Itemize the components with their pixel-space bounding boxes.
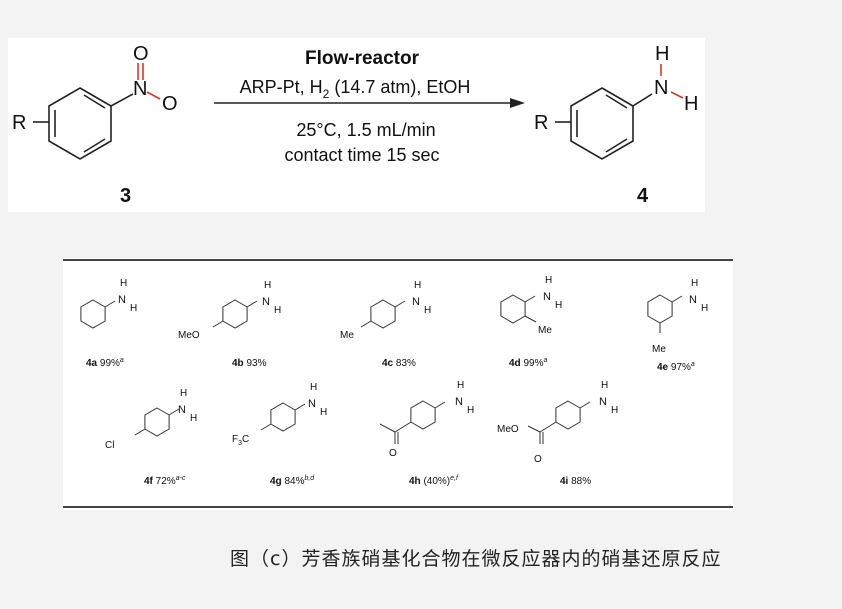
ring-4c: [370, 299, 396, 329]
nitro-bonds: [137, 63, 161, 100]
bond: [394, 300, 406, 308]
substituent-4d: Me: [538, 325, 552, 336]
ring-4a: [80, 299, 106, 329]
amine-bonds: [660, 64, 684, 99]
amine-H2-4f: H: [190, 413, 197, 424]
amine-N-4d: N: [543, 291, 551, 303]
nitro-O-right: O: [162, 93, 178, 115]
bond: [246, 300, 258, 308]
amine-N-4c: N: [412, 296, 420, 308]
product-label: 4: [637, 185, 649, 207]
amine-N-4f: N: [178, 404, 186, 416]
compound-label-4b: 4b 93%: [232, 358, 267, 369]
compound-label-4e: 4e 97%a: [657, 361, 695, 373]
substrate-table-panel: [63, 258, 733, 510]
reaction-scheme-panel: [8, 38, 705, 212]
substituent-4h: O: [389, 448, 397, 459]
arrow-head: [510, 98, 525, 108]
substituent-4g: F3C: [232, 434, 249, 447]
amine-N-4g: N: [308, 398, 316, 410]
amine-H-top: H: [655, 43, 669, 65]
nitro-N: N: [133, 78, 147, 100]
nitro-R: R: [12, 112, 26, 134]
ring-4g: [270, 402, 296, 432]
substituent-4f: Cl: [105, 440, 114, 451]
ring-4h: [410, 400, 436, 430]
amine-H-4h: H: [457, 380, 464, 391]
amine-H2-4h: H: [467, 405, 474, 416]
amine-N-4h: N: [455, 396, 463, 408]
bond: [104, 300, 116, 308]
amine-H2-4c: H: [424, 305, 431, 316]
amine-H2-4d: H: [555, 300, 562, 311]
ring-4f: [144, 407, 170, 437]
ring-4i: [555, 400, 581, 430]
bond: [294, 403, 306, 411]
conditions-line1: ARP-Pt, H2 (14.7 atm), EtOH: [240, 77, 471, 101]
bond: [212, 320, 224, 328]
bond: [434, 401, 446, 409]
ring-4e: [647, 294, 673, 324]
compound-label-4a: 4a 99%a: [86, 357, 124, 369]
compound-label-4d: 4d 99%a: [509, 357, 547, 369]
ring-4d: [500, 294, 526, 324]
amine-N-4a: N: [118, 294, 126, 306]
reactant-label: 3: [120, 185, 131, 207]
amine-H-4e: H: [691, 278, 698, 289]
amine-N: N: [654, 77, 668, 99]
compound-label-4g: 4g 84%b,d: [270, 475, 315, 487]
amine-H-4i: H: [601, 380, 608, 391]
bond: [539, 421, 557, 433]
substituent-4e: Me: [652, 344, 666, 355]
amine-N-4e: N: [689, 294, 697, 306]
compound-label-4i: 4i 88%: [560, 476, 591, 487]
amine-H2-4a: H: [130, 303, 137, 314]
bond: [579, 401, 591, 409]
amine-R: R: [534, 112, 548, 134]
amine-H-4b: H: [264, 280, 271, 291]
amine-H2-4g: H: [320, 407, 327, 418]
compound-label-4c: 4c 83%: [382, 358, 416, 369]
amine-H-4f: H: [180, 388, 187, 399]
substituent2-4i: O: [534, 454, 542, 465]
amine-H-4a: H: [120, 278, 127, 289]
bond: [671, 295, 683, 303]
amine-H-4c: H: [414, 280, 421, 291]
bond: [260, 423, 272, 431]
conditions-line3: contact time 15 sec: [284, 145, 439, 165]
amine-H2-4i: H: [611, 405, 618, 416]
conditions-title: Flow-reactor: [305, 48, 420, 69]
amine-H2-4e: H: [701, 303, 708, 314]
nitro-O-top: O: [133, 43, 149, 65]
amine-H2-4b: H: [274, 305, 281, 316]
compound-label-4f: 4f 72%a-c: [144, 475, 186, 487]
aniline-ring: [570, 87, 634, 160]
amine-H-right: H: [684, 93, 698, 115]
bond: [524, 315, 537, 323]
nitroarene-ring: [48, 87, 112, 160]
bond: [527, 425, 541, 433]
bond: [360, 320, 372, 328]
substituent-4i: MeO: [497, 424, 519, 435]
table-top-rule: [63, 259, 733, 261]
substituent-4c: Me: [340, 330, 354, 341]
conditions-line2: 25°C, 1.5 mL/min: [296, 120, 435, 140]
substituent-4b: MeO: [178, 330, 200, 341]
figure-caption: 图（c）芳香族硝基化合物在微反应器内的硝基还原反应: [230, 548, 722, 570]
bond: [524, 295, 536, 303]
amine-H-4g: H: [310, 382, 317, 393]
bond: [134, 428, 146, 436]
amine-N-4i: N: [599, 396, 607, 408]
amine-H-4d: H: [545, 275, 552, 286]
bond: [168, 408, 180, 416]
compound-label-4h: 4h (40%)e,f: [409, 475, 459, 487]
bond: [379, 423, 396, 433]
amine-N-4b: N: [262, 296, 270, 308]
ring-4b: [222, 299, 248, 329]
table-bottom-rule: [63, 506, 733, 508]
bond: [394, 421, 412, 433]
